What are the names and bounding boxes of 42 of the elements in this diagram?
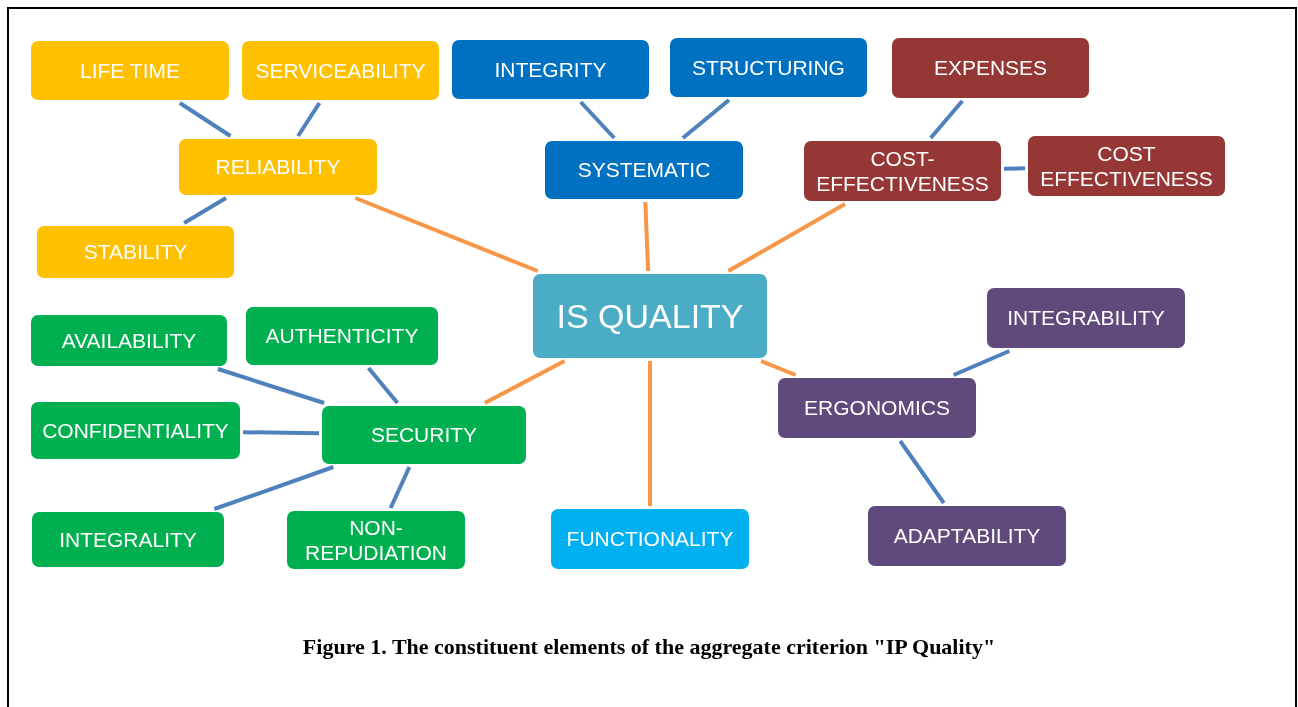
connector-line bbox=[929, 99, 964, 140]
central-topic-box: IS QUALITY bbox=[533, 274, 767, 358]
connector-line bbox=[388, 466, 412, 509]
topic-box: INTEGRABILITY bbox=[987, 288, 1185, 348]
connector-line bbox=[366, 366, 400, 405]
topic-box: SYSTEMATIC bbox=[545, 141, 743, 199]
connector-line bbox=[643, 201, 651, 272]
connector-line bbox=[648, 361, 652, 506]
topic-box: AVAILABILITY bbox=[31, 315, 227, 366]
figure-caption: Figure 1. The constituent elements of the aggregate criterion "IP Quality" bbox=[301, 634, 997, 660]
topic-box: COST EFFECTIVENESS bbox=[1028, 136, 1225, 196]
topic-box: SECURITY bbox=[322, 406, 526, 464]
topic-box: EXPENSES bbox=[892, 38, 1089, 98]
topic-box: INTEGRITY bbox=[452, 40, 649, 99]
connector-line bbox=[952, 349, 1011, 377]
topic-box: AUTHENTICITY bbox=[246, 307, 438, 365]
topic-box: CONFIDENTIALITY bbox=[31, 402, 240, 459]
connector-line bbox=[183, 196, 228, 225]
connector-line bbox=[898, 439, 946, 505]
topic-box: STABILITY bbox=[37, 226, 234, 278]
connector-line bbox=[760, 359, 797, 377]
connector-line bbox=[296, 101, 322, 138]
topic-box: RELIABILITY bbox=[179, 139, 377, 195]
topic-box: NON-REPUDIATION bbox=[287, 511, 465, 569]
connector-line bbox=[483, 359, 566, 405]
topic-box: STRUCTURING bbox=[670, 38, 867, 97]
connector-line bbox=[681, 98, 731, 140]
topic-box: SERVICEABILITY bbox=[242, 41, 439, 100]
connector-line bbox=[178, 101, 232, 138]
topic-box: ERGONOMICS bbox=[778, 378, 976, 438]
connector-line bbox=[213, 465, 335, 511]
connector-line bbox=[1003, 166, 1026, 171]
topic-box: FUNCTIONALITY bbox=[551, 509, 749, 569]
topic-box: INTEGRALITY bbox=[32, 512, 224, 567]
topic-box: ADAPTABILITY bbox=[868, 506, 1066, 566]
connector-line bbox=[242, 430, 320, 436]
topic-box: LIFE TIME bbox=[31, 41, 229, 100]
topic-box: COST-EFFECTIVENESS bbox=[804, 141, 1001, 201]
connector-line bbox=[217, 367, 325, 405]
connector-line bbox=[579, 100, 616, 140]
connector-line bbox=[354, 196, 539, 273]
connector-line bbox=[727, 202, 847, 273]
